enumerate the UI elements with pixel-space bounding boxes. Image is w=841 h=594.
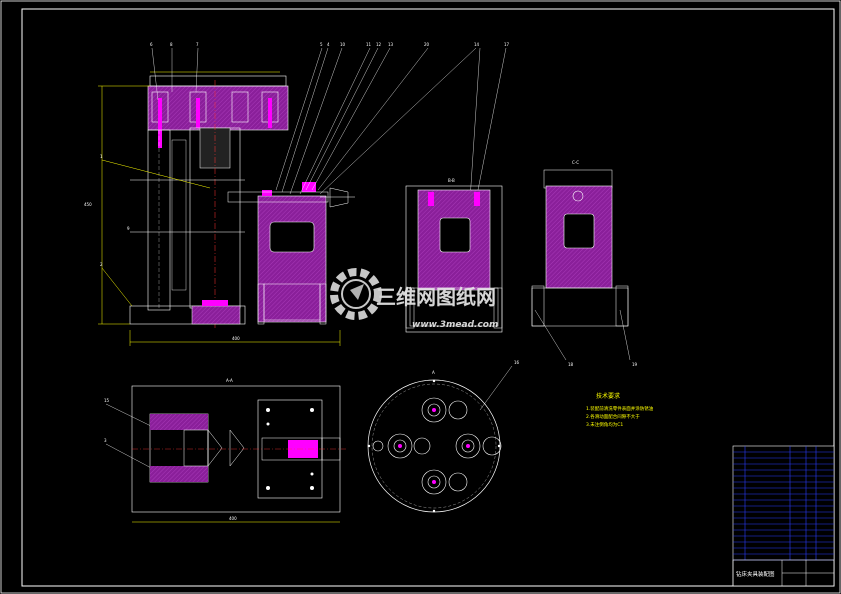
svg-text:A: A (432, 370, 435, 375)
svg-text:C-C: C-C (572, 160, 579, 165)
leader-lines (105, 47, 631, 471)
svg-text:400: 400 (232, 336, 240, 341)
technical-requirements: 技术要求 1.装配前清洗零件表面并涂防锈油 2.各滑动面配合间隙不大于 3.未注… (586, 392, 654, 428)
svg-text:5: 5 (320, 42, 323, 47)
svg-text:400: 400 (229, 516, 237, 521)
svg-text:20: 20 (424, 42, 430, 47)
watermark-url: www.3mead.com (412, 320, 498, 330)
tech-req-title: 技术要求 (596, 392, 620, 400)
section-view-b (405, 185, 503, 333)
svg-text:17: 17 (504, 42, 510, 47)
svg-text:B-B: B-B (448, 178, 455, 183)
svg-text:6: 6 (150, 42, 153, 47)
svg-text:A-A: A-A (226, 378, 233, 383)
front-view (129, 75, 355, 330)
svg-text:15: 15 (104, 398, 110, 403)
svg-text:16: 16 (514, 360, 520, 365)
tech-req-item: 3.未注倒角均为C1 (586, 421, 623, 428)
svg-text:3: 3 (104, 438, 107, 443)
drawing-title: 钻床夹具装配图 (736, 570, 775, 578)
round-plate-view (367, 379, 502, 513)
svg-text:1: 1 (100, 154, 103, 159)
svg-text:18: 18 (568, 362, 574, 367)
svg-text:2: 2 (100, 262, 103, 267)
svg-text:13: 13 (388, 42, 394, 47)
section-view-c (531, 169, 629, 327)
title-block: 钻床夹具装配图 (732, 445, 835, 587)
gear-logo-icon (330, 268, 382, 320)
svg-text:9: 9 (127, 226, 130, 231)
dimension-lines (98, 71, 341, 523)
svg-text:12: 12 (376, 42, 382, 47)
watermark-brand: 三维网图纸网 (376, 285, 496, 309)
inner-border (21, 8, 835, 587)
watermark: 三维网图纸网 www.3mead.com (330, 268, 498, 330)
tech-req-item: 1.装配前清洗零件表面并涂防锈油 (586, 405, 654, 412)
svg-text:4: 4 (327, 42, 330, 47)
top-view (131, 385, 346, 513)
svg-text:14: 14 (474, 42, 480, 47)
svg-text:450: 450 (84, 202, 92, 207)
svg-text:11: 11 (366, 42, 372, 47)
tech-req-item: 2.各滑动面配合间隙不大于 (586, 413, 640, 420)
svg-text:10: 10 (340, 42, 346, 47)
svg-text:8: 8 (170, 42, 173, 47)
svg-text:7: 7 (196, 42, 199, 47)
svg-text:19: 19 (632, 362, 638, 367)
